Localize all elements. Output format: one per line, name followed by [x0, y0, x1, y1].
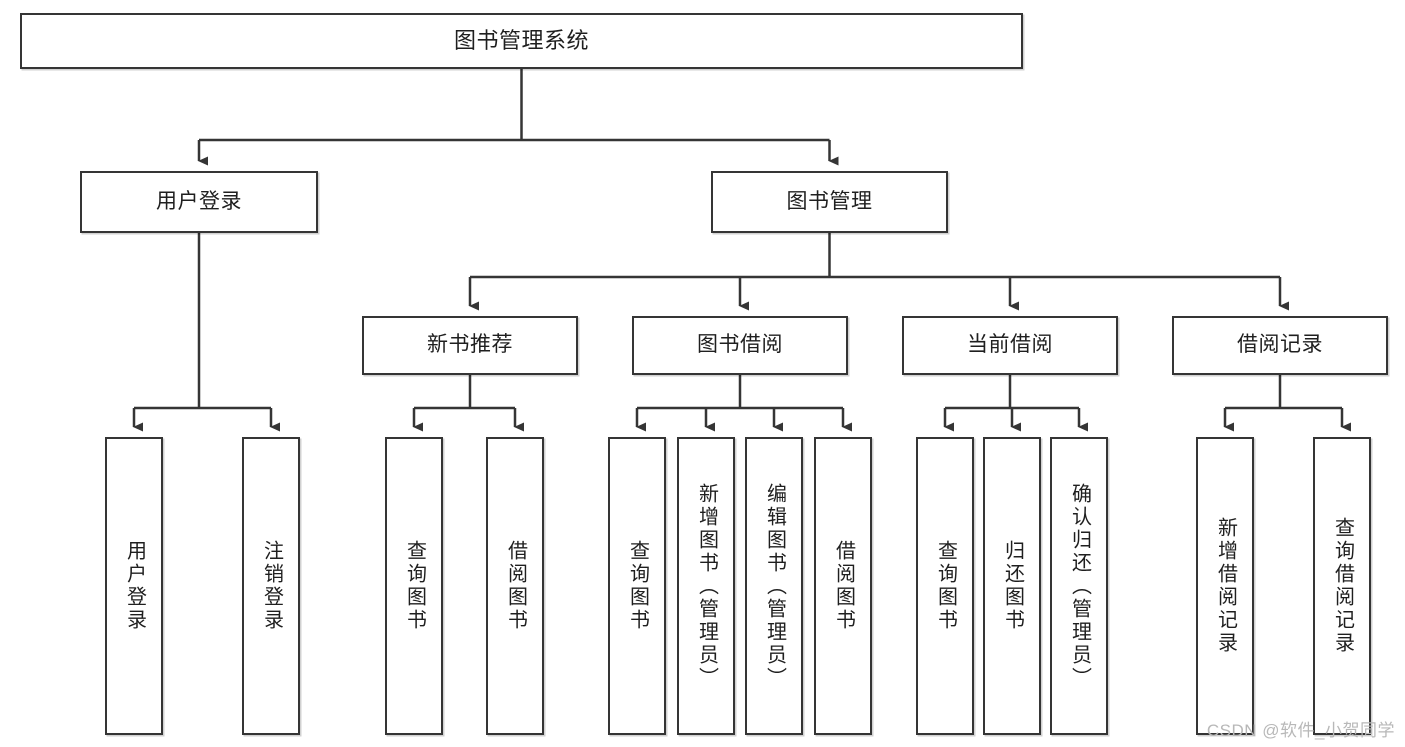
node-book-borrow[interactable]: 图书借阅 — [632, 316, 848, 375]
node-label: 图书管理系统 — [453, 28, 589, 54]
node-label: 查询图书 — [934, 540, 957, 632]
node-leaf-add-book[interactable]: 新增图书（管理员） — [677, 437, 735, 735]
node-label: 新增图书（管理员） — [695, 482, 718, 690]
node-leaf-user-login[interactable]: 用户登录 — [105, 437, 163, 735]
node-leaf-borrow-book-2[interactable]: 借阅图书 — [814, 437, 872, 735]
node-label: 注销登录 — [260, 540, 283, 632]
node-leaf-query-book-1[interactable]: 查询图书 — [385, 437, 443, 735]
node-label: 当前借阅 — [967, 333, 1053, 357]
node-label: 用户登录 — [156, 189, 242, 213]
node-leaf-add-record[interactable]: 新增借阅记录 — [1196, 437, 1254, 735]
node-user-login[interactable]: 用户登录 — [80, 171, 318, 233]
node-leaf-query-book-2[interactable]: 查询图书 — [608, 437, 666, 735]
node-label: 新书推荐 — [427, 333, 513, 357]
node-label: 借阅记录 — [1237, 333, 1323, 357]
node-root-system[interactable]: 图书管理系统 — [20, 13, 1023, 69]
node-leaf-user-logout[interactable]: 注销登录 — [242, 437, 300, 735]
node-leaf-confirm-return[interactable]: 确认归还（管理员） — [1050, 437, 1108, 735]
node-leaf-return-book[interactable]: 归还图书 — [983, 437, 1041, 735]
node-label: 确认归还（管理员） — [1068, 482, 1091, 690]
node-new-book-recommend[interactable]: 新书推荐 — [362, 316, 578, 375]
node-leaf-query-record[interactable]: 查询借阅记录 — [1313, 437, 1371, 735]
node-label: 借阅图书 — [832, 540, 855, 632]
node-label: 图书借阅 — [697, 333, 783, 357]
node-label: 归还图书 — [1001, 540, 1024, 632]
node-leaf-edit-book[interactable]: 编辑图书（管理员） — [745, 437, 803, 735]
node-borrow-record[interactable]: 借阅记录 — [1172, 316, 1388, 375]
node-label: 借阅图书 — [504, 540, 527, 632]
node-label: 图书管理 — [786, 189, 873, 213]
node-label: 查询借阅记录 — [1331, 517, 1354, 655]
node-label: 编辑图书（管理员） — [763, 482, 786, 690]
node-label: 查询图书 — [626, 540, 649, 632]
node-label: 用户登录 — [123, 540, 146, 632]
node-label: 查询图书 — [403, 540, 426, 632]
watermark: CSDN @软件_小贺同学 — [1206, 721, 1395, 740]
node-book-management[interactable]: 图书管理 — [711, 171, 948, 233]
node-current-borrow[interactable]: 当前借阅 — [902, 316, 1118, 375]
node-leaf-query-book-3[interactable]: 查询图书 — [916, 437, 974, 735]
node-leaf-borrow-book-1[interactable]: 借阅图书 — [486, 437, 544, 735]
node-label: 新增借阅记录 — [1214, 517, 1237, 655]
